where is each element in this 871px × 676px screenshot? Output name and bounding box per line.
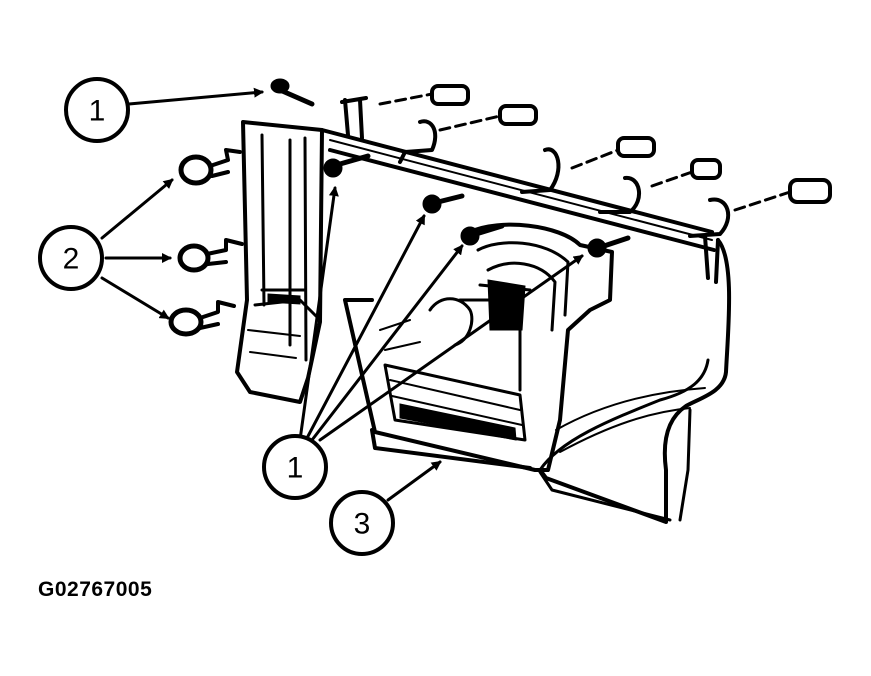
callout-3: 3 xyxy=(329,490,395,556)
screw-icon xyxy=(587,235,631,258)
screw-icon xyxy=(422,193,465,214)
screw-icon xyxy=(270,78,315,107)
callout-label: 1 xyxy=(89,95,106,128)
push-pin-icon xyxy=(168,300,236,337)
clip-set xyxy=(340,84,832,238)
nut-icon xyxy=(430,84,470,106)
callout-2: 2 xyxy=(38,225,104,291)
callout-label: 2 xyxy=(63,243,80,276)
callout-1-top: 1 xyxy=(64,77,130,143)
figure-id: G02767005 xyxy=(38,578,153,601)
screw-icon xyxy=(323,153,371,178)
nut-icon xyxy=(616,136,656,158)
nut-icon xyxy=(788,178,832,204)
nut-icon xyxy=(690,158,722,180)
callout-label: 1 xyxy=(287,452,304,485)
callout-1-bottom: 1 xyxy=(262,434,328,500)
push-pin-icon xyxy=(177,238,244,273)
nut-icon xyxy=(498,104,538,126)
leader-lines xyxy=(100,87,584,502)
screw-icon xyxy=(460,223,505,246)
push-pin-icon xyxy=(178,148,242,186)
callout-label: 3 xyxy=(354,508,371,541)
